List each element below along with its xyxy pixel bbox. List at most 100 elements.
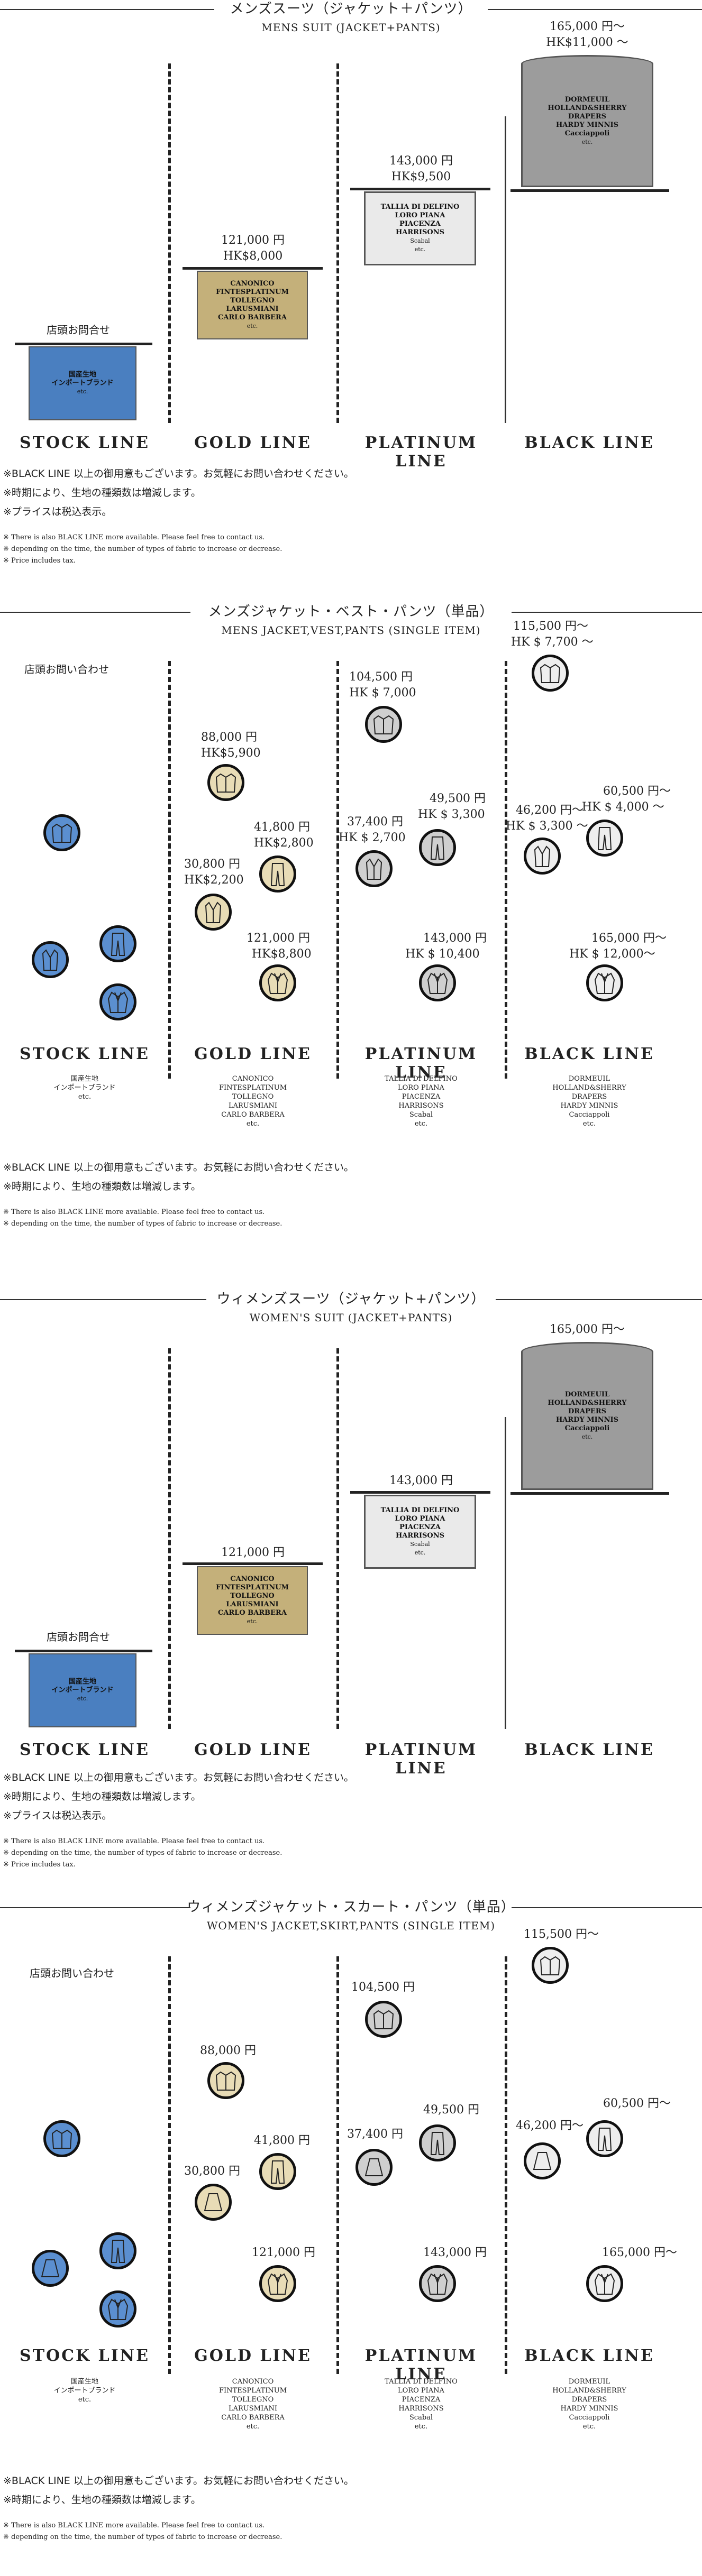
gold-price: 121,000 円 [221, 234, 285, 247]
section-mens-single: メンズジャケット・ベスト・パンツ（単品） MENS JACKET,VEST,PA… [0, 603, 702, 1258]
note: ※ There is also BLACK LINE more availabl… [3, 1837, 265, 1845]
line-label-platinum: PLATINUM LINE [364, 434, 478, 471]
price-bar [15, 343, 152, 345]
price: 121,000 円 [247, 932, 310, 945]
section-header: ウィメンズジャケット・スカート・パンツ（単品） [0, 1898, 702, 1916]
skirt-icon [524, 2142, 561, 2179]
platinum-price: 143,000 円 [389, 1474, 453, 1487]
price-bar [15, 1650, 152, 1652]
suit-icon [586, 964, 623, 1001]
jacket-icon [207, 2062, 244, 2099]
pants-icon [419, 829, 456, 866]
section-subtitle: MENS JACKET,VEST,PANTS (SINGLE ITEM) [221, 624, 481, 637]
price: 104,500 円 [351, 1981, 415, 1994]
line-label-gold: GOLD LINE [194, 1741, 312, 1759]
note: ※ depending on the time, the number of t… [3, 1849, 282, 1857]
jacket-icon [207, 764, 244, 801]
divider [505, 661, 507, 1079]
price: 60,500 円～ [603, 785, 671, 798]
price-hk: HK$2,800 [254, 836, 314, 850]
line-label-platinum: PLATINUM LINE [364, 2347, 478, 2384]
note: ※ There is also BLACK LINE more availabl… [3, 1208, 265, 1216]
section-title: メンズジャケット・ベスト・パンツ（単品） [208, 604, 494, 620]
price: 49,500 円 [423, 2103, 479, 2117]
note: ※ There is also BLACK LINE more availabl… [3, 533, 265, 541]
section-mens-suit: メンズスーツ（ジャケット＋パンツ） MENS SUIT (JACKET+PANT… [0, 0, 702, 603]
skirt-icon [32, 2250, 69, 2287]
jacket-icon [532, 655, 569, 692]
inquiry-label: 店頭お問い合わせ [24, 663, 109, 676]
jacket-icon [43, 2120, 80, 2157]
platinum-price: 143,000 円 [389, 154, 453, 168]
price: 165,000 円～ [591, 932, 667, 945]
price-hk: HK$5,900 [201, 747, 261, 760]
price: 104,500 円 [349, 670, 413, 684]
price: 49,500 円 [430, 792, 486, 805]
divider [505, 1956, 507, 2374]
price-hk: HK $ 3,300 [418, 808, 485, 821]
pants-icon [99, 2232, 136, 2269]
divider [168, 1956, 171, 2374]
price-bar [183, 1562, 323, 1565]
divider [336, 1348, 339, 1729]
suit-icon [419, 964, 456, 1001]
suit-icon [99, 2290, 136, 2327]
price-hk: HK $ 7,000 [349, 686, 416, 700]
section-header: メンズジャケット・ベスト・パンツ（単品） [0, 603, 702, 621]
pants-icon [259, 2153, 296, 2190]
pants-icon [419, 2124, 456, 2161]
line-label-black: BLACK LINE [524, 2347, 654, 2365]
notes: ※BLACK LINE 以上の御用意もございます。お気軽にお問い合わせください。… [3, 464, 354, 567]
price: 143,000 円 [423, 2246, 487, 2259]
line-label-stock: STOCK LINE [20, 2347, 150, 2365]
divider [336, 661, 339, 1079]
notes: ※BLACK LINE 以上の御用意もございます。お気軽にお問い合わせください。… [3, 1158, 354, 1230]
price: 37,400 円 [347, 815, 403, 829]
line-label-stock: STOCK LINE [20, 1045, 150, 1063]
vest-icon [195, 894, 232, 931]
price: 41,800 円 [254, 2134, 310, 2147]
section-subtitle: MENS SUIT (JACKET+PANTS) [261, 21, 441, 34]
note: ※ There is also BLACK LINE more availabl… [3, 2522, 265, 2529]
black-price: 165,000 円～ [550, 20, 625, 33]
price-hk: HK $ 7,700 ～ [511, 636, 594, 649]
suit-icon [419, 2265, 456, 2302]
line-label-platinum: PLATINUM LINE [364, 1741, 478, 1778]
jacket-icon [365, 706, 402, 743]
price: 37,400 円 [347, 2128, 403, 2141]
section-title: ウィメンズスーツ（ジャケット+パンツ） [216, 1291, 486, 1307]
price: 46,200 円～ [516, 2119, 584, 2132]
inquiry-label: 店頭お問合せ [47, 324, 110, 336]
vest-icon [32, 941, 69, 978]
divider [505, 1417, 506, 1729]
section-womens-single: ウィメンズジャケット・スカート・パンツ（単品） WOMEN'S JACKET,S… [0, 1898, 702, 2576]
line-label-stock: STOCK LINE [20, 1741, 150, 1759]
divider [168, 63, 171, 423]
price-bar [350, 188, 490, 190]
note: ※プライスは税込表示。 [3, 1810, 112, 1821]
price-hk: HK$2,200 [184, 873, 244, 887]
divider [168, 1348, 171, 1729]
price-hk: HK $ 3,300 ～ [506, 820, 588, 833]
skirt-icon [355, 2149, 393, 2186]
note: ※時期により、生地の種類数は増減します。 [3, 1181, 201, 1192]
inquiry-label: 店頭お問合せ [47, 1631, 110, 1643]
section-title: メンズスーツ（ジャケット＋パンツ） [230, 1, 472, 17]
pants-icon [586, 2120, 623, 2157]
price-bar [510, 1492, 669, 1495]
price-bar [350, 1491, 490, 1494]
section-subtitle: WOMEN'S SUIT (JACKET+PANTS) [249, 1311, 453, 1324]
section-womens-suit: ウィメンズスーツ（ジャケット+パンツ） WOMEN'S SUIT (JACKET… [0, 1290, 702, 1898]
note: ※時期により、生地の種類数は増減します。 [3, 487, 201, 499]
section-subtitle: WOMEN'S JACKET,SKIRT,PANTS (SINGLE ITEM) [206, 1919, 496, 1932]
line-label-gold: GOLD LINE [194, 2347, 312, 2365]
black-price: 165,000 円～ [550, 1323, 625, 1336]
